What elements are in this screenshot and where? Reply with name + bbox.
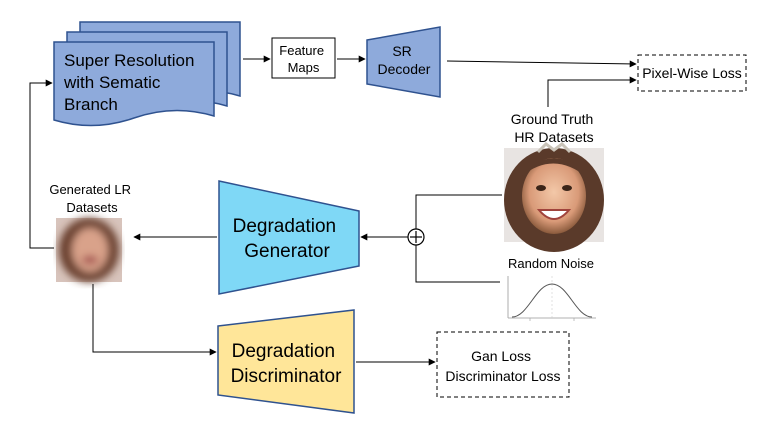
- ground-truth-label: Ground Truth HR Datasets: [511, 111, 597, 145]
- sr-decoder-node: SR Decoder: [366, 26, 441, 98]
- svg-text:Gan Loss Discriminator L: Gan Loss Discriminator Loss: [445, 348, 560, 384]
- connectors: [29, 55, 637, 366]
- sr-branch-line-3: Branch: [64, 95, 118, 114]
- sr-branch-line-1: Super Resolution: [64, 51, 194, 70]
- arrow-decoder-to-pixel-loss: [446, 60, 637, 68]
- gan-loss-line-2: Discriminator Loss: [445, 368, 560, 384]
- face-photo-icon: [504, 142, 604, 252]
- ground-truth-line-2: HR Datasets: [514, 129, 593, 145]
- arrow-lr-to-discriminator: [92, 284, 217, 356]
- sr-branch-line-2: with Sematic: [63, 73, 161, 92]
- blurred-face-photo-icon: [56, 218, 122, 282]
- deg-generator-line-2: Generator: [244, 241, 330, 262]
- feature-maps-line-1: Feature: [279, 43, 324, 58]
- deg-generator-line-1: Degradation: [233, 216, 337, 237]
- feature-maps-line-2: Maps: [288, 60, 320, 75]
- svg-text:SR Decoder: SR Decoder: [378, 43, 431, 77]
- sr-branch-shape: [53, 41, 215, 127]
- gan-loss-line-1: Gan Loss: [471, 348, 531, 364]
- circled-plus-icon: [407, 228, 425, 246]
- svg-text:Degradation Generator: Degradation Generator: [233, 216, 342, 262]
- sr-decoder-line-2: Decoder: [378, 61, 431, 77]
- arrow-gt-to-pixel-loss: [547, 76, 637, 107]
- feature-maps-node: Feature Maps: [271, 37, 336, 79]
- line-noise-to-sum: [415, 245, 500, 283]
- deg-discriminator-line-1: Degradation: [232, 341, 336, 362]
- generated-lr-label: Generated LR Datasets: [49, 182, 134, 215]
- svg-text:Degradation Discriminato: Degradation Discriminator: [231, 341, 343, 387]
- generated-lr-line-2: Datasets: [66, 200, 118, 215]
- pixel-loss-node: Pixel-Wise Loss: [637, 54, 747, 92]
- svg-text:Super Resolution with Se: Super Resolution with Sematic Branch: [63, 51, 199, 114]
- degradation-generator-node: Degradation Generator: [218, 180, 360, 295]
- random-noise-label: Random Noise: [508, 256, 594, 271]
- arrow-lr-to-branch: [29, 79, 54, 249]
- ground-truth-line-1: Ground Truth: [511, 111, 594, 127]
- pixel-loss-label: Pixel-Wise Loss: [642, 65, 742, 81]
- gan-loss-node: Gan Loss Discriminator Loss: [436, 331, 570, 398]
- gaussian-curve-icon: [507, 276, 596, 321]
- degradation-discriminator-node: Degradation Discriminator: [217, 309, 355, 414]
- sr-decoder-line-1: SR: [392, 43, 411, 59]
- line-hr-to-sum: [415, 194, 502, 229]
- svg-text:Feature Maps: Feature Maps: [279, 43, 327, 75]
- deg-discriminator-line-2: Discriminator: [231, 366, 343, 387]
- generated-lr-line-1: Generated LR: [49, 182, 131, 197]
- sr-branch-node: Super Resolution with Sematic Branch: [53, 21, 241, 127]
